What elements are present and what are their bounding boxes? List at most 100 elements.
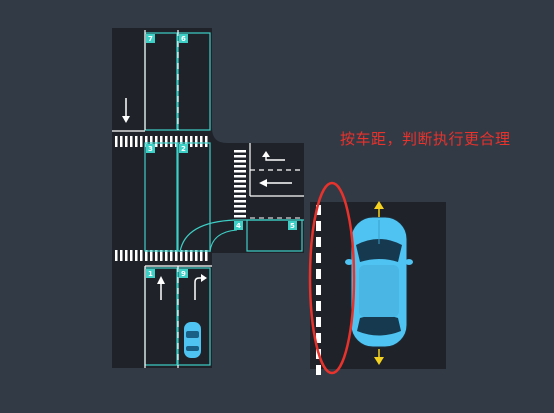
crosswalk-stripe (234, 215, 246, 218)
arrow-left-curve-icon (262, 151, 285, 161)
crosswalk-stripe (180, 136, 183, 147)
annotation-text: 按车距，判断执行更合理 (340, 130, 511, 148)
crosswalk-stripe (170, 250, 173, 261)
crosswalk-stripe (150, 136, 153, 147)
crosswalk-stripe (200, 250, 203, 261)
south-lane-box-b (177, 267, 211, 366)
lane-dash (316, 221, 321, 231)
crosswalk-stripe (130, 250, 133, 261)
lane-marker-mid-a (146, 144, 155, 153)
crosswalk-stripe (234, 150, 246, 153)
crosswalk-stripe (234, 175, 246, 178)
crosswalk-stripe (234, 195, 246, 198)
crosswalk-stripe (160, 250, 163, 261)
lane-dash (316, 301, 321, 311)
crosswalk-stripe (135, 136, 138, 147)
crosswalk-stripe (175, 136, 178, 147)
crosswalk-stripe (120, 136, 123, 147)
crosswalk-stripe (145, 250, 148, 261)
corner-fill (212, 128, 227, 143)
crosswalk-stripe (165, 136, 168, 147)
crosswalk-stripe (155, 250, 158, 261)
crosswalk-stripe (234, 185, 246, 188)
crosswalk-north (115, 136, 208, 147)
arrow-up-yellow-icon (374, 201, 384, 217)
lane-dash (316, 333, 321, 343)
crosswalk-stripe (145, 136, 148, 147)
lane-marker-east-a (234, 221, 243, 230)
arrow-down-yellow-icon (374, 349, 384, 365)
crosswalk-south (115, 250, 208, 261)
crosswalk-stripe (234, 155, 246, 158)
lane-marker-east-a-label: 4 (236, 222, 241, 230)
crosswalk-stripe (205, 136, 208, 147)
turn-path-outline (179, 219, 304, 253)
arrow-down-icon (122, 98, 130, 123)
crosswalk-stripe (234, 190, 246, 193)
crosswalk-stripe (185, 250, 188, 261)
crosswalk-stripe (175, 250, 178, 261)
crosswalk-stripe (185, 136, 188, 147)
lane-dash (316, 285, 321, 295)
lane-dash (316, 205, 321, 215)
crosswalk-stripe (160, 136, 163, 147)
crosswalk-east (234, 150, 246, 218)
crosswalk-stripe (234, 165, 246, 168)
lane-marker-south-a (146, 269, 155, 278)
crosswalk-stripe (195, 250, 198, 261)
crosswalk-stripe (130, 136, 133, 147)
lane-dash (316, 269, 321, 279)
small-car (184, 322, 201, 358)
lane-marker-south-b (179, 269, 188, 278)
crosswalk-stripe (150, 250, 153, 261)
lane-dash (316, 317, 321, 327)
lane-marker-south-b-label: 9 (181, 270, 186, 278)
crosswalk-stripe (125, 136, 128, 147)
crosswalk-stripe (195, 136, 198, 147)
crosswalk-stripe (165, 250, 168, 261)
lane-dash (316, 365, 321, 375)
mid-lane-box-b (177, 142, 211, 252)
crosswalk-stripe (234, 205, 246, 208)
lane-marker-east-b (288, 221, 297, 230)
lane-marker-south-a-label: 1 (148, 270, 153, 278)
crosswalk-stripe (135, 250, 138, 261)
crosswalk-stripe (205, 250, 208, 261)
lane-marker-east-b-label: 5 (290, 222, 295, 230)
crosswalk-stripe (200, 136, 203, 147)
lane-marker-mid-b (179, 144, 188, 153)
crosswalk-stripe (180, 250, 183, 261)
lane-dash (316, 253, 321, 263)
crosswalk-stripe (170, 136, 173, 147)
crosswalk-stripe (155, 136, 158, 147)
crosswalk-stripe (115, 250, 118, 261)
turn-path-inner (209, 229, 238, 253)
lane-marker-north-a (146, 34, 155, 43)
lane-dash (316, 237, 321, 247)
lane-marker-north-b-label: 6 (181, 35, 186, 43)
arrow-up-right-icon (194, 274, 207, 300)
crosswalk-stripe (234, 170, 246, 173)
big-car (345, 216, 413, 348)
highlight-ellipse (308, 181, 356, 375)
arrow-left-icon (259, 179, 292, 187)
lane-marker-north-b (179, 34, 188, 43)
mid-lane-box-a (144, 142, 178, 252)
lane-marker-north-a-label: 7 (148, 35, 153, 43)
crosswalk-stripe (234, 180, 246, 183)
crosswalk-stripe (125, 250, 128, 261)
crosswalk-stripe (115, 136, 118, 147)
east-road (212, 143, 304, 253)
crosswalk-stripe (190, 250, 193, 261)
crosswalk-stripe (140, 250, 143, 261)
crosswalk-stripe (120, 250, 123, 261)
north-lane-box-b (177, 32, 211, 131)
east-lane-box (246, 219, 303, 252)
crosswalk-stripe (234, 210, 246, 213)
crosswalk-stripe (234, 200, 246, 203)
crosswalk-stripe (234, 160, 246, 163)
crosswalk-stripe (140, 136, 143, 147)
lane-marker-mid-a-label: 3 (148, 145, 153, 153)
crosswalk-stripe (190, 136, 193, 147)
